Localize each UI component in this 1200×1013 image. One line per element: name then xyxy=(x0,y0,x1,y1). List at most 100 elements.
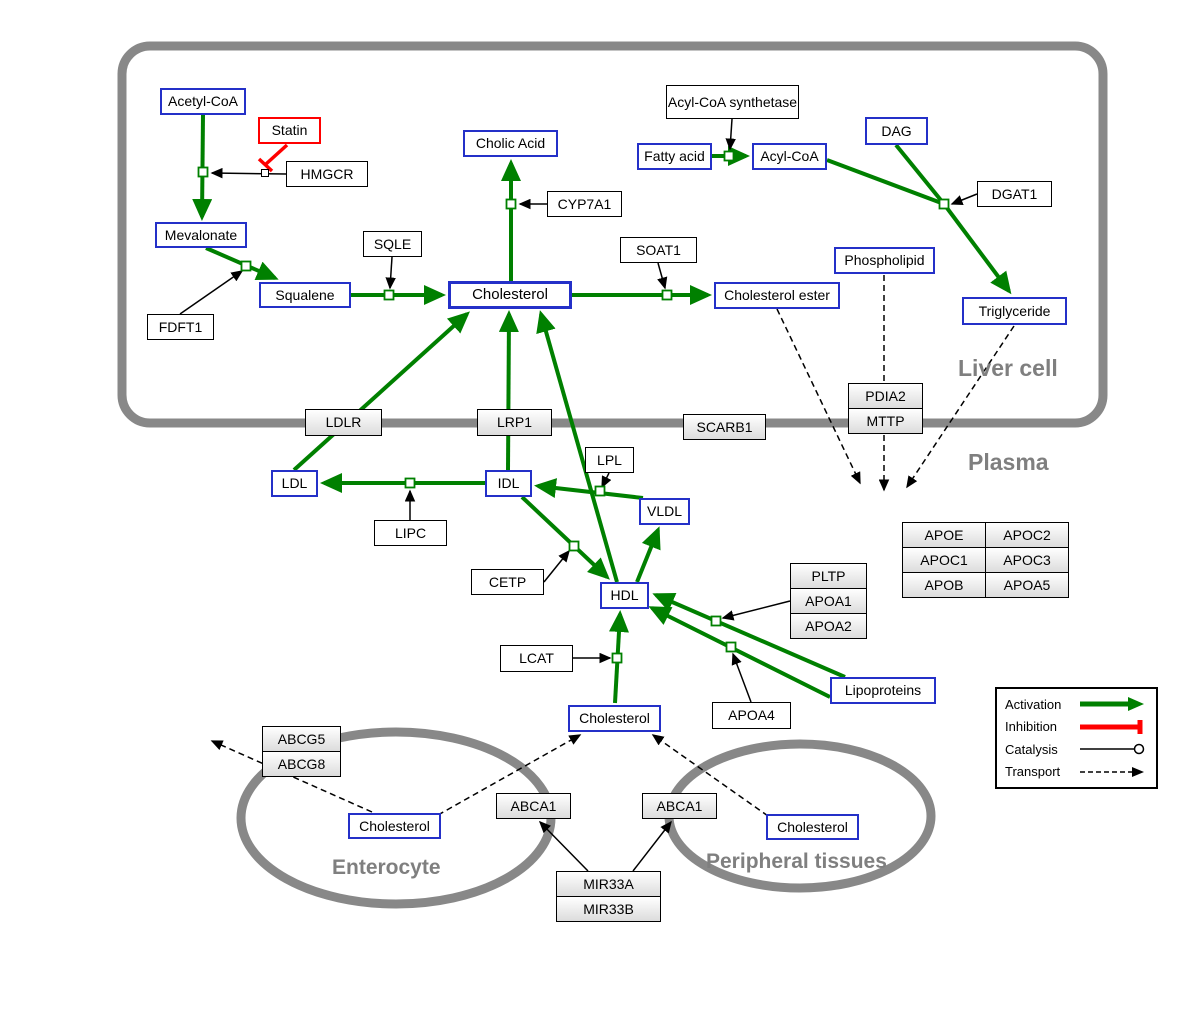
reaction-node xyxy=(723,150,735,162)
reaction-node xyxy=(661,289,673,301)
node-apoa1[interactable]: APOA1 xyxy=(790,588,867,614)
node-apoa5[interactable]: APOA5 xyxy=(985,572,1069,598)
node-scarb1[interactable]: SCARB1 xyxy=(683,414,766,440)
edge-node-triglyceride xyxy=(942,202,1012,295)
node-cholic-acid[interactable]: Cholic Acid xyxy=(463,130,558,157)
edge-mir33-abca1-left xyxy=(538,820,589,872)
node-abcg8[interactable]: ABCG8 xyxy=(262,751,341,777)
reaction-node xyxy=(938,198,950,210)
activation-edges xyxy=(192,114,1012,704)
node-fdft1[interactable]: FDFT1 xyxy=(147,314,214,340)
statin-target-node xyxy=(261,169,269,177)
node-dag[interactable]: DAG xyxy=(865,117,928,145)
reaction-node xyxy=(568,540,580,552)
node-apoc1[interactable]: APOC1 xyxy=(902,547,986,573)
node-apob[interactable]: APOB xyxy=(902,572,986,598)
node-squalene[interactable]: Squalene xyxy=(259,282,351,308)
node-ldlr[interactable]: LDLR xyxy=(305,409,382,436)
node-ldl[interactable]: LDL xyxy=(271,470,318,497)
node-triglyceride[interactable]: Triglyceride xyxy=(962,297,1067,325)
edge-cetp-catalysis xyxy=(543,549,570,583)
liver-cell-label: Liver cell xyxy=(958,355,1058,381)
node-acyl-coa-synthetase[interactable]: Acyl-CoA synthetase xyxy=(666,85,799,119)
node-vldl[interactable]: VLDL xyxy=(639,498,690,525)
node-cholesterol-plasma[interactable]: Cholesterol xyxy=(568,705,661,732)
edge-lpl-catalysis xyxy=(601,472,612,489)
node-lcat[interactable]: LCAT xyxy=(500,645,573,672)
node-lipc[interactable]: LIPC xyxy=(374,520,447,546)
edge-dgat1-catalysis xyxy=(950,193,978,205)
node-acetyl-coa[interactable]: Acetyl-CoA xyxy=(160,88,246,115)
edge-acetylcoa-mevalonate xyxy=(192,114,213,221)
node-abca1-enterocyte[interactable]: ABCA1 xyxy=(496,793,571,819)
node-mir33a[interactable]: MIR33A xyxy=(556,871,661,897)
liver-cell-membrane xyxy=(117,41,1108,428)
node-lipoproteins[interactable]: Lipoproteins xyxy=(830,677,936,704)
node-cholesterol-enterocyte[interactable]: Cholesterol xyxy=(348,813,441,839)
node-cetp[interactable]: CETP xyxy=(471,569,544,595)
node-hdl[interactable]: HDL xyxy=(600,582,649,609)
reaction-nodes xyxy=(197,150,950,664)
node-cholesterol-peripheral[interactable]: Cholesterol xyxy=(766,814,859,840)
node-mttp[interactable]: MTTP xyxy=(848,408,923,434)
inhibition-edge xyxy=(257,143,289,173)
edge-acylcoa-node xyxy=(826,158,945,206)
edge-sqle-catalysis xyxy=(385,256,396,290)
node-dgat1[interactable]: DGAT1 xyxy=(977,181,1052,207)
edge-lipoproteins-hdl-upper xyxy=(652,592,846,679)
node-sqle[interactable]: SQLE xyxy=(363,231,422,257)
reaction-node xyxy=(240,260,252,272)
legend-transport-label: Transport xyxy=(1005,764,1061,780)
node-pltp[interactable]: PLTP xyxy=(790,563,867,589)
node-abca1-peripheral[interactable]: ABCA1 xyxy=(642,793,717,819)
edge-cholesterol-abcg-export xyxy=(210,740,373,813)
node-cholesterol-liver[interactable]: Cholesterol xyxy=(448,281,572,309)
node-soat1[interactable]: SOAT1 xyxy=(620,237,697,263)
node-lpl[interactable]: LPL xyxy=(585,447,634,473)
legend-catalysis-label: Catalysis xyxy=(1005,741,1058,757)
node-mir33b[interactable]: MIR33B xyxy=(556,896,661,922)
edge-lipoproteins-hdl-lower xyxy=(648,606,831,699)
node-cyp7a1[interactable]: CYP7A1 xyxy=(547,191,622,217)
edge-mevalonate-squalene xyxy=(205,246,279,280)
edge-vldl-idl xyxy=(534,478,644,500)
node-apoa2[interactable]: APOA2 xyxy=(790,613,867,639)
catalysis-circle-icon xyxy=(1080,744,1145,755)
peripheral-tissues-label: Peripheral tissues xyxy=(706,850,887,873)
transport-edges xyxy=(210,275,1015,817)
edge-triglyceride-secretion xyxy=(906,325,1015,489)
node-phospholipid[interactable]: Phospholipid xyxy=(834,247,935,274)
legend-row-catalysis: Catalysis xyxy=(1005,738,1148,760)
reaction-node xyxy=(197,166,209,178)
node-apoa4[interactable]: APOA4 xyxy=(712,702,791,729)
node-hmgcr[interactable]: HMGCR xyxy=(286,161,368,187)
node-statin[interactable]: Statin xyxy=(258,117,321,144)
reaction-node xyxy=(611,652,623,664)
node-apoc3[interactable]: APOC3 xyxy=(985,547,1069,573)
reaction-node xyxy=(383,289,395,301)
node-acyl-coa[interactable]: Acyl-CoA xyxy=(752,143,827,170)
reaction-node xyxy=(404,477,416,489)
node-lrp1[interactable]: LRP1 xyxy=(477,409,552,436)
activation-arrow-icon xyxy=(1080,697,1144,712)
node-cholesterol-ester[interactable]: Cholesterol ester xyxy=(714,282,840,309)
legend-row-transport: Transport xyxy=(1005,761,1148,783)
node-apoc2[interactable]: APOC2 xyxy=(985,522,1069,548)
node-abcg5[interactable]: ABCG5 xyxy=(262,726,341,752)
reaction-node xyxy=(594,485,606,497)
catalysis-edges xyxy=(179,118,978,872)
node-idl[interactable]: IDL xyxy=(485,470,532,497)
legend-activation-label: Activation xyxy=(1005,696,1062,712)
edge-idl-cholesterol-lrp1 xyxy=(498,310,519,471)
node-pdia2[interactable]: PDIA2 xyxy=(848,383,923,409)
reaction-node xyxy=(725,641,737,653)
edge-hdl-cholesterol xyxy=(536,310,619,583)
edge-cholesterol-peripheral-efflux xyxy=(651,734,769,817)
reaction-node xyxy=(505,198,517,210)
node-apoe[interactable]: APOE xyxy=(902,522,986,548)
node-mevalonate[interactable]: Mevalonate xyxy=(155,222,247,248)
node-fatty-acid[interactable]: Fatty acid xyxy=(637,143,712,170)
edge-statin-inhibition xyxy=(264,143,289,166)
